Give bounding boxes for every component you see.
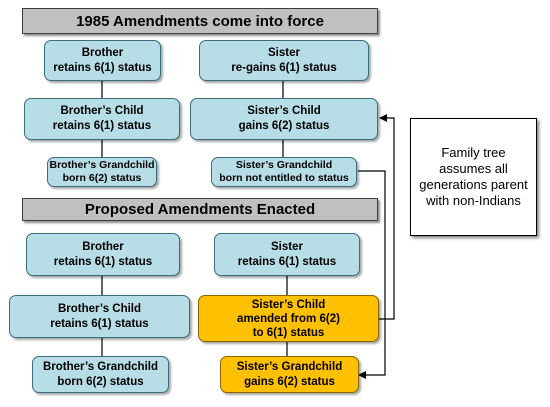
box-brothers-child-proposed: Brother’s Child retains 6(1) status xyxy=(9,295,190,338)
box-status: born 6(2) status xyxy=(62,172,142,184)
box-title: Brother xyxy=(81,46,124,59)
box-status: retains 6(1) status xyxy=(53,255,153,268)
box-status: retains 6(1) status xyxy=(52,120,152,132)
note-family-tree-assumption: Family tree assumes all generations pare… xyxy=(410,118,537,236)
box-sisters-grandchild-proposed: Sister’s Grandchild gains 6(2) status xyxy=(220,356,359,393)
box-title: Brother’s Grandchild xyxy=(49,159,155,171)
arrow-sisters-child-comparison xyxy=(379,114,395,320)
box-status: born not entitled to status xyxy=(219,172,349,184)
header-1985-amendments: 1985 Amendments come into force xyxy=(22,8,378,34)
box-sisters-child-proposed: Sister’s Child amended from 6(2) to 6(1)… xyxy=(198,295,379,342)
box-status: gains 6(2) status xyxy=(244,375,335,388)
box-brothers-grandchild-proposed: Brother’s Grandchild born 6(2) status xyxy=(32,356,169,393)
box-sisters-grandchild-1985: Sister’s Grandchild born not entitled to… xyxy=(211,157,357,187)
box-brother-1985: Brother retains 6(1) status xyxy=(44,40,161,81)
box-sister-1985: Sister re-gains 6(1) status xyxy=(199,40,369,81)
box-title: Sister xyxy=(271,240,303,253)
box-status: amended from 6(2) xyxy=(237,312,340,325)
box-sister-proposed: Sister retains 6(1) status xyxy=(214,233,360,276)
box-title: Sister’s Grandchild xyxy=(236,360,343,373)
box-title: Sister’s Child xyxy=(247,105,321,117)
box-status-continued: to 6(1) status xyxy=(252,326,325,339)
box-title: Brother’s Grandchild xyxy=(42,360,159,373)
box-title: Sister’s Child xyxy=(251,298,326,311)
box-brother-proposed: Brother retains 6(1) status xyxy=(26,233,180,276)
box-status: retains 6(1) status xyxy=(50,317,149,330)
box-sisters-child-1985: Sister’s Child gains 6(2) status xyxy=(190,98,378,140)
box-title: Brother’s Child xyxy=(57,302,142,315)
box-status: born 6(2) status xyxy=(57,375,144,388)
box-brothers-grandchild-1985: Brother’s Grandchild born 6(2) status xyxy=(47,157,157,187)
box-title: Brother xyxy=(82,240,124,253)
box-title: Sister’s Grandchild xyxy=(235,159,333,171)
box-title: Sister xyxy=(268,46,300,59)
arrow-sisters-grandchild-comparison xyxy=(358,170,386,379)
box-status: gains 6(2) status xyxy=(238,120,330,132)
header-proposed-amendments: Proposed Amendments Enacted xyxy=(22,198,378,221)
box-brothers-child-1985: Brother’s Child retains 6(1) status xyxy=(24,98,180,140)
box-status: re-gains 6(1) status xyxy=(231,61,337,74)
box-status: retains 6(1) status xyxy=(237,255,337,268)
box-title: Brother’s Child xyxy=(60,105,144,117)
box-status: retains 6(1) status xyxy=(53,61,152,74)
